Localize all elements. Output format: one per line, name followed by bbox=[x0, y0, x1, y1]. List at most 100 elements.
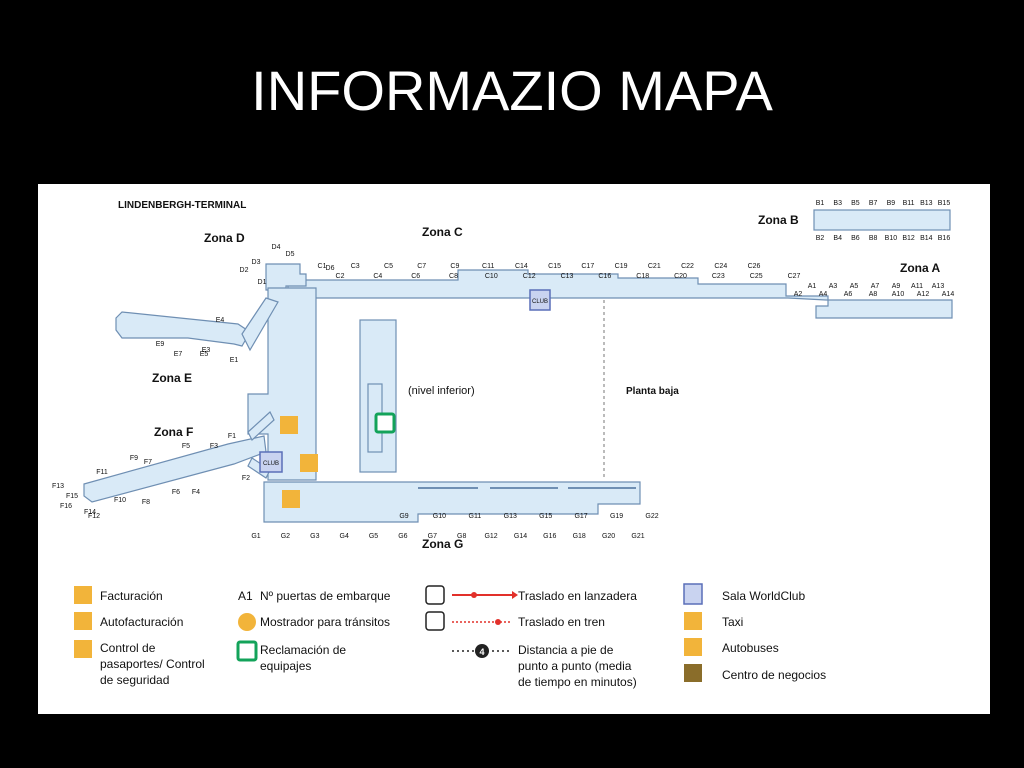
baggage-claim-icon bbox=[374, 412, 396, 434]
gate-label: C20 bbox=[674, 273, 687, 280]
terminal-map: CLUB CLUB LINDENBERGH-TERMINAL Zona D Zo… bbox=[38, 184, 990, 714]
passport-control-icon bbox=[282, 490, 300, 508]
gate-label: B7 bbox=[869, 200, 878, 207]
worldclub-lounge-zona-c: CLUB bbox=[529, 289, 551, 311]
gate-label: C18 bbox=[636, 273, 649, 280]
gate-label: B14 bbox=[920, 235, 933, 242]
terminal-map-drawing: CLUB CLUB LINDENBERGH-TERMINAL Zona D Zo… bbox=[52, 200, 954, 689]
gate-label: B8 bbox=[869, 235, 878, 242]
gate-label: C9 bbox=[450, 263, 459, 270]
zone-label-c: Zona C bbox=[422, 225, 463, 239]
zone-label-d: Zona D bbox=[204, 231, 245, 245]
gate-label: F4 bbox=[192, 489, 200, 496]
gate-label: C21 bbox=[648, 263, 661, 270]
gate-label: C23 bbox=[712, 273, 725, 280]
gate-label: A7 bbox=[871, 283, 880, 290]
gate-label: G18 bbox=[573, 533, 586, 540]
gate-label: A6 bbox=[844, 291, 853, 298]
gate-label: G9 bbox=[399, 513, 408, 520]
gate-label: E9 bbox=[156, 341, 165, 348]
gate-label: C3 bbox=[351, 263, 360, 270]
gate-label: C14 bbox=[515, 263, 528, 270]
gate-label: B15 bbox=[938, 200, 951, 207]
gate-label: C1 bbox=[318, 263, 327, 270]
gate-label: A11 bbox=[911, 283, 923, 290]
gate-label: G15 bbox=[539, 513, 552, 520]
gate-label: G1 bbox=[251, 533, 260, 540]
gate-label: A8 bbox=[869, 291, 878, 298]
gate-label: B9 bbox=[887, 200, 896, 207]
gate-label: G7 bbox=[428, 533, 437, 540]
legend-shuttle-icon bbox=[425, 585, 445, 605]
gate-label: B5 bbox=[851, 200, 860, 207]
gate-label: G13 bbox=[504, 513, 517, 520]
gate-label: G12 bbox=[484, 533, 497, 540]
pier-zona-c-a bbox=[287, 269, 953, 319]
gate-label: D5 bbox=[286, 251, 295, 258]
gate-label: B3 bbox=[833, 200, 842, 207]
legend-bus-label: Autobuses bbox=[722, 641, 779, 655]
legend-passport-control-line1: Control de bbox=[100, 641, 156, 655]
gate-label: A1 bbox=[808, 283, 817, 290]
gate-label: G16 bbox=[543, 533, 556, 540]
gate-label: B6 bbox=[851, 235, 860, 242]
zone-label-f: Zona F bbox=[154, 425, 193, 439]
club-sign-c: CLUB bbox=[532, 299, 548, 305]
walking-minutes-value: 4 bbox=[479, 647, 484, 657]
legend-transit-desk-icon bbox=[238, 613, 256, 631]
gate-label: G20 bbox=[602, 533, 615, 540]
legend-shuttle-label: Traslado en lanzadera bbox=[518, 589, 637, 603]
gate-label: F9 bbox=[130, 455, 138, 462]
legend-gate-number-label: Nº puertas de embarque bbox=[260, 589, 391, 603]
gate-label: F5 bbox=[182, 443, 190, 450]
legend-self-checkin-label: Autofacturación bbox=[100, 615, 183, 629]
connector-zona-e bbox=[241, 297, 279, 352]
club-sign-f: CLUB bbox=[263, 461, 279, 467]
legend-checkin-icon bbox=[74, 586, 92, 604]
gate-label: G11 bbox=[469, 513, 482, 520]
zone-label-g: Zona G bbox=[422, 537, 463, 551]
legend-passport-control-line3: de seguridad bbox=[100, 673, 169, 687]
gate-label: C8 bbox=[449, 273, 458, 280]
gate-label: F7 bbox=[144, 459, 152, 466]
legend-baggage-claim-icon bbox=[236, 640, 258, 662]
pier-zona-g bbox=[263, 481, 641, 523]
gate-label: D1 bbox=[258, 279, 267, 286]
lower-level-label: (nivel inferior) bbox=[408, 385, 475, 397]
gate-label: E7 bbox=[174, 351, 183, 358]
gate-label: C13 bbox=[561, 273, 574, 280]
gate-label: G4 bbox=[340, 533, 349, 540]
legend-transit-desk-label: Mostrador para tránsitos bbox=[260, 615, 390, 629]
gate-label: E5 bbox=[200, 351, 209, 358]
gate-label: B13 bbox=[920, 200, 933, 207]
gate-label: C22 bbox=[681, 263, 694, 270]
legend-worldclub-icon bbox=[683, 583, 703, 605]
gate-label: B4 bbox=[833, 235, 842, 242]
pier-zona-d bbox=[265, 263, 307, 291]
legend-bus-icon bbox=[684, 638, 702, 656]
legend-train-label: Traslado en tren bbox=[518, 615, 605, 629]
gate-label: C26 bbox=[748, 263, 761, 270]
map-legend: Facturación Autofacturación Control de p… bbox=[74, 583, 826, 689]
gate-label: C25 bbox=[750, 273, 763, 280]
gate-label: G3 bbox=[310, 533, 319, 540]
walking-minutes-badge bbox=[475, 644, 489, 658]
gate-label: C12 bbox=[523, 273, 536, 280]
gate-label: C15 bbox=[548, 263, 561, 270]
gate-label: C4 bbox=[373, 273, 382, 280]
gate-label: A5 bbox=[850, 283, 859, 290]
gate-label: F10 bbox=[114, 497, 126, 504]
gate-label: C27 bbox=[788, 273, 801, 280]
gate-label: F12 bbox=[88, 513, 100, 520]
legend-taxi-label: Taxi bbox=[722, 615, 743, 629]
gate-label: G5 bbox=[369, 533, 378, 540]
terminal-floorplan bbox=[83, 209, 953, 523]
zone-label-e: Zona E bbox=[152, 371, 192, 385]
gate-label: B12 bbox=[902, 235, 915, 242]
legend-walking-line2: punto a punto (media bbox=[518, 659, 632, 673]
legend-worldclub-label: Sala WorldClub bbox=[722, 589, 805, 603]
gate-label: B10 bbox=[885, 235, 898, 242]
gate-label: G6 bbox=[398, 533, 407, 540]
gate-label: G21 bbox=[631, 533, 644, 540]
zone-label-a: Zona A bbox=[900, 261, 941, 275]
